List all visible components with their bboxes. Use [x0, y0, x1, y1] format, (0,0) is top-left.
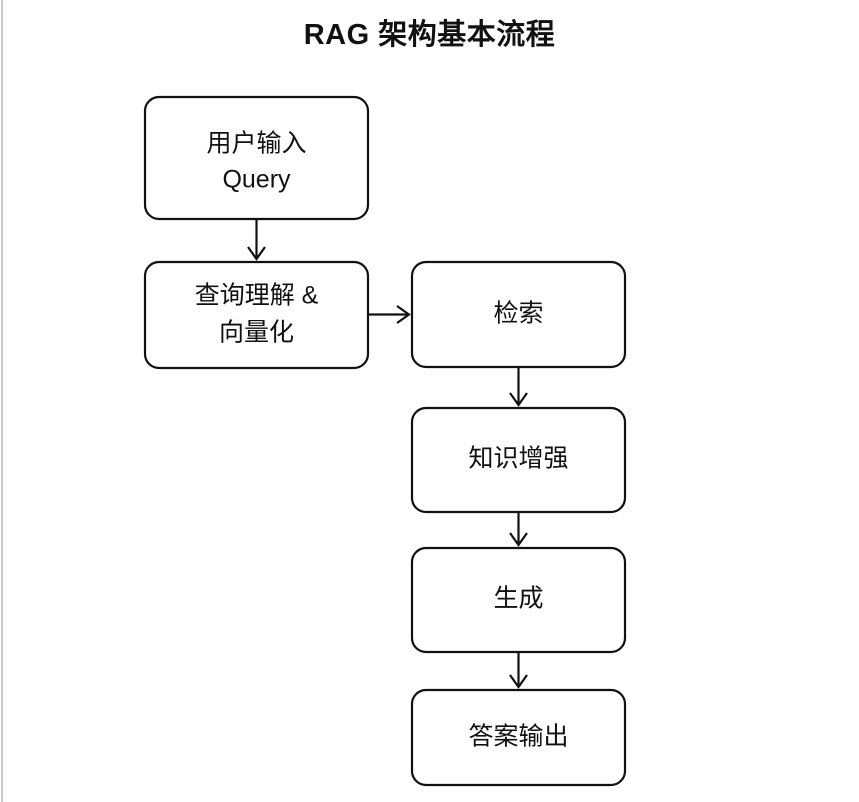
edge-knowledge-augmentation-to-generation [509, 512, 528, 547]
node-knowledge-augmentation-shape[interactable] [410, 406, 627, 514]
node-answer-output-shape[interactable] [410, 688, 627, 787]
node-query-understanding-shape[interactable] [143, 260, 370, 370]
node-answer-output[interactable]: 答案输出 [410, 688, 627, 787]
node-generation-shape[interactable] [410, 546, 627, 654]
node-retrieval-shape[interactable] [410, 260, 627, 369]
node-query-understanding-label-line2: 向量化 [219, 319, 294, 347]
node-generation-label: 生成 [493, 585, 543, 613]
edge-user-input-to-query-understanding [247, 219, 266, 261]
node-generation[interactable]: 生成 [410, 546, 627, 654]
page-title: RAG 架构基本流程 [303, 19, 556, 51]
node-query-understanding[interactable]: 查询理解 & 向量化 [143, 260, 370, 370]
node-user-input-label-line2: Query [222, 166, 291, 194]
node-user-input[interactable]: 用户输入 Query [143, 95, 370, 221]
edge-query-understanding-to-retrieval [368, 305, 411, 324]
node-knowledge-augmentation-label: 知识增强 [468, 445, 568, 473]
node-answer-output-label: 答案输出 [468, 723, 568, 751]
edge-generation-to-answer-output [509, 652, 528, 689]
page-left-rule [1, 0, 3, 802]
edge-retrieval-to-knowledge-augmentation [509, 367, 528, 407]
node-user-input-shape[interactable] [143, 95, 370, 221]
node-user-input-label-line1: 用户输入 [206, 130, 306, 158]
node-retrieval-label: 检索 [493, 300, 543, 328]
node-retrieval[interactable]: 检索 [410, 260, 627, 369]
node-query-understanding-label-line1: 查询理解 & [195, 282, 319, 310]
node-knowledge-augmentation[interactable]: 知识增强 [410, 406, 627, 514]
